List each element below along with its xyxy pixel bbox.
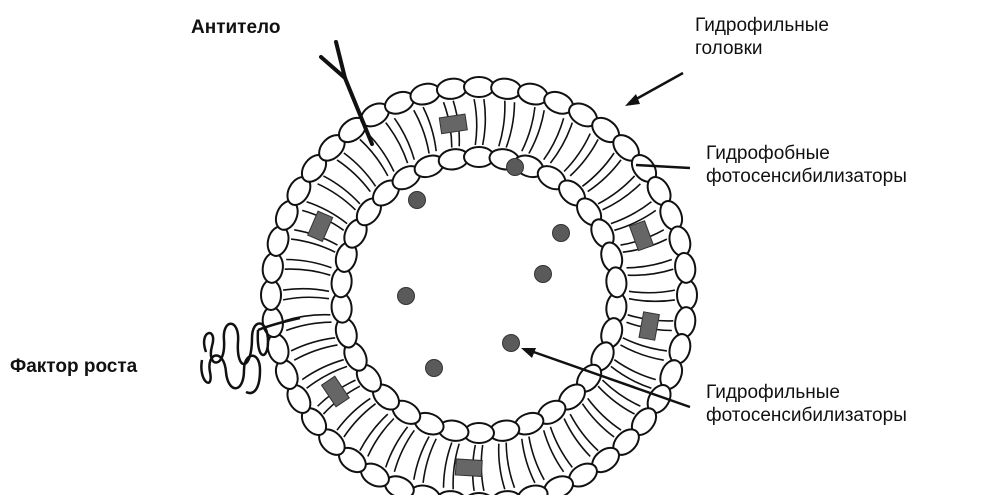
lipid-tail	[627, 260, 672, 268]
lipid-tail	[628, 269, 674, 275]
lipid-tail	[499, 444, 505, 490]
hydrophilic-photosensitizer	[553, 225, 570, 242]
hydrophilic-head-outer	[464, 77, 494, 97]
label-antibody: Антитело	[191, 16, 280, 39]
hydrophilic-photosensitizer	[398, 288, 415, 305]
hydrophilic-photosensitizer	[503, 335, 520, 352]
hydrophobic-photosensitizer	[308, 211, 333, 241]
lipid-tail	[423, 107, 436, 151]
hydrophilic-head-inner	[605, 266, 628, 298]
hydrophilic-head-outer	[490, 77, 522, 101]
label-line: Гидрофильные	[695, 14, 829, 37]
lipid-tail	[285, 269, 331, 275]
label-growth-factor: Фактор роста	[10, 355, 137, 378]
hydrophobic-photosensitizer	[630, 221, 654, 251]
label-hydrophobic-photosensitizers: Гидрофобные фотосенсибилизаторы	[706, 142, 907, 188]
hydrophobic-photosensitizer	[439, 114, 467, 134]
hydrophilic-photosensitizer	[507, 159, 524, 176]
label-line: Гидрофильные	[706, 381, 907, 404]
lipid-tail	[564, 134, 590, 172]
lipid-tail	[629, 290, 675, 293]
hydrophilic-head-outer	[261, 280, 281, 310]
lipid-tail	[483, 99, 486, 145]
hydrophilic-head-outer	[516, 482, 550, 495]
lipid-tail	[414, 437, 429, 480]
lipid-tail	[611, 202, 652, 224]
lipid-tail	[286, 322, 331, 330]
lipid-tail	[499, 101, 505, 147]
lipid-tail	[386, 123, 408, 164]
lipid-tail	[544, 118, 564, 160]
label-line: головки	[695, 37, 829, 60]
lipid-tail	[368, 419, 394, 457]
label-line: Гидрофобные	[706, 142, 907, 165]
hydrophilic-head-outer	[673, 306, 697, 338]
lipid-tail	[283, 297, 329, 300]
label-hydrophilic-photosensitizers: Гидрофильные фотосенсибилизаторы	[706, 381, 907, 427]
lipid-tail	[286, 260, 331, 268]
hydrophobic-photosensitizer	[455, 459, 482, 477]
hydrophobic-photosensitizer	[639, 312, 659, 340]
lipid-tail	[550, 427, 572, 468]
lipid-tail	[506, 443, 514, 488]
hydrophilic-head-outer	[490, 489, 522, 495]
lipid-tail	[394, 430, 414, 472]
label-line: фотосенсибилизаторы	[706, 165, 907, 188]
hydrophilic-head-outer	[436, 489, 468, 495]
hydrophilic-photosensitizer	[535, 266, 552, 283]
lipid-tail	[614, 360, 656, 380]
hydrophilic-head-outer	[677, 280, 697, 310]
label-hydrophilic-heads: Гидрофильные головки	[695, 14, 829, 60]
lipid-tail	[291, 338, 335, 351]
hydrophilic-photosensitizers-core	[398, 159, 570, 377]
hydrophobic-photosensitizer	[322, 376, 350, 407]
lipid-tail	[474, 99, 477, 145]
hydrophilic-head-outer	[261, 252, 285, 284]
lipid-tail	[522, 439, 535, 483]
lipid-tail	[318, 184, 356, 210]
hydrophilic-head-outer	[673, 252, 697, 284]
hydrophilic-photosensitizer	[409, 192, 426, 209]
hydrophilic-photosensitizer	[426, 360, 443, 377]
lipid-tail	[529, 110, 544, 153]
lipid-tail	[283, 289, 329, 292]
label-line: фотосенсибилизаторы	[706, 404, 907, 427]
lipid-tail	[621, 345, 664, 360]
lipid-tail	[506, 102, 514, 147]
lipid-tail	[629, 299, 675, 302]
lipid-bilayer	[261, 77, 697, 495]
lipid-tail	[444, 443, 452, 488]
